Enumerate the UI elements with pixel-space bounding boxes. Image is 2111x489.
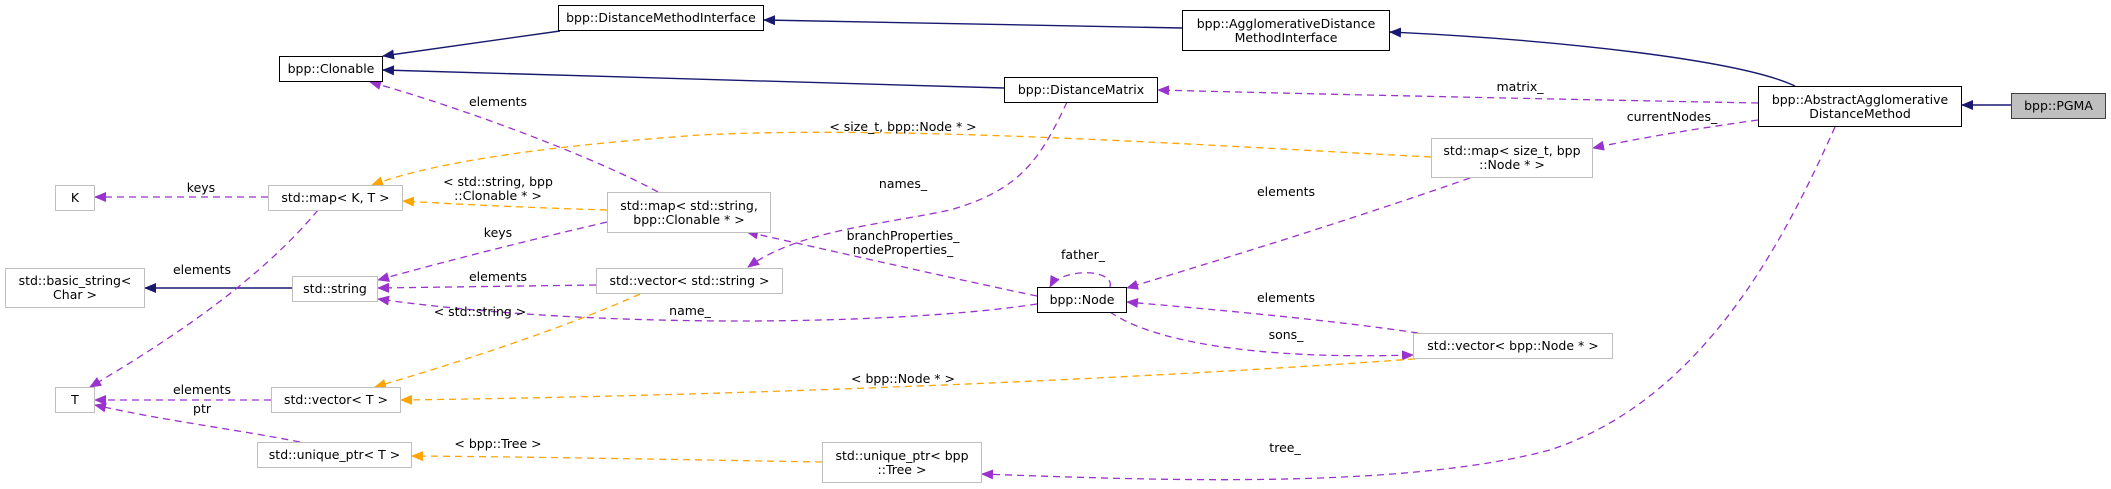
edge-label-vecnode-elements: elements: [1256, 290, 1316, 305]
node-map-string-clonable[interactable]: std::map< std::string, bpp::Clonable * >: [607, 192, 771, 233]
edge-vecstr-string: [377, 282, 597, 293]
edge-node-elements: [1126, 177, 1471, 290]
edge-label-keys: keys: [483, 225, 513, 240]
node-k[interactable]: K: [55, 185, 95, 211]
edge-tpl-mapsize: [371, 131, 1432, 186]
edge-mapstr-keys: [377, 221, 608, 282]
node-vector-t[interactable]: std::vector< T >: [271, 387, 401, 413]
edge-tpl-mapstr: [402, 196, 608, 211]
node-pgma: bpp::PGMA: [2011, 93, 2106, 119]
node-basic-string[interactable]: std::basic_string< Char >: [5, 268, 145, 308]
node-map-k-t[interactable]: std::map< K, T >: [268, 185, 403, 211]
edge-label-sons: sons_: [1268, 327, 1304, 342]
edge-label-matrix: matrix_: [1496, 79, 1544, 94]
edge-tpl-vecnode: [400, 357, 1428, 405]
edge-label-tpl-string: < std::string >: [433, 304, 527, 319]
edge-agglo-dmi: [763, 15, 1183, 29]
edge-label-tpl-string-clonable: < std::string, bpp ::Clonable * >: [443, 174, 553, 203]
edge-label-map-elements: elements: [1256, 184, 1316, 199]
edge-father: [1049, 272, 1111, 288]
node-vector-string[interactable]: std::vector< std::string >: [596, 268, 783, 294]
edge-label-mapkt-elements: elements: [172, 262, 232, 277]
edge-matrix: [1157, 85, 1759, 104]
edge-upt-T: [94, 402, 301, 443]
edge-tpl-vecstr: [374, 293, 641, 389]
edge-tpl-uptree: [411, 451, 823, 463]
edge-abstract-agglo: [1389, 27, 1796, 87]
node-std-string[interactable]: std::string: [292, 276, 378, 302]
edge-names: [747, 101, 1068, 268]
edge-label-tpl-size-t: < size_t, bpp::Node * >: [829, 119, 977, 134]
node-clonable[interactable]: bpp::Clonable: [279, 56, 383, 82]
node-bpp-node[interactable]: bpp::Node: [1037, 287, 1127, 313]
edge-label-ptr: ptr: [193, 401, 211, 416]
edge-currentnodes: [1592, 119, 1759, 151]
edge-label-current-nodes: currentNodes_: [1626, 109, 1718, 124]
node-abstract-agglomerative-distance-method[interactable]: bpp::AbstractAgglomerative DistanceMetho…: [1758, 86, 1962, 127]
edge-tree: [981, 126, 1836, 481]
edge-mapstr-clonable: [369, 80, 659, 193]
edge-dmi-clonable: [382, 30, 561, 60]
edge-label-clonable-elements: elements: [468, 94, 528, 109]
edge-label-name: name_: [669, 303, 711, 318]
edge-label-tpl-tree: < bpp::Tree >: [454, 436, 542, 451]
edge-matrix-clonable: [382, 65, 1005, 89]
node-map-size-t-node[interactable]: std::map< size_t, bpp ::Node * >: [1431, 138, 1593, 178]
edge-label-tpl-node-ptr: < bpp::Node * >: [851, 371, 955, 386]
edge-vecnode-elements: [1126, 297, 1419, 334]
edge-mapkt-T: [89, 209, 319, 388]
node-distance-method-interface[interactable]: bpp::DistanceMethodInterface: [558, 5, 764, 31]
edge-label-vecstr-elements: elements: [468, 269, 528, 284]
node-vector-node-ptr[interactable]: std::vector< bpp::Node * >: [1413, 333, 1613, 359]
edge-label-tree: tree_: [1269, 440, 1301, 455]
edge-label-father: father_: [1061, 247, 1105, 262]
node-unique-ptr-t[interactable]: std::unique_ptr< T >: [257, 442, 412, 468]
node-agglomerative-distance-method-interface[interactable]: bpp::AgglomerativeDistance MethodInterfa…: [1182, 10, 1390, 51]
node-unique-ptr-tree[interactable]: std::unique_ptr< bpp ::Tree >: [822, 442, 982, 483]
edge-label-vect-elements: elements: [172, 382, 232, 397]
edge-label-properties: branchProperties_ nodeProperties_: [846, 228, 960, 257]
node-distance-matrix[interactable]: bpp::DistanceMatrix: [1004, 77, 1158, 103]
edge-sons: [1109, 311, 1414, 361]
edge-label-mapkt-keys: keys: [186, 180, 216, 195]
edge-label-names: names_: [878, 176, 928, 191]
node-t[interactable]: T: [55, 387, 95, 413]
edge-props: [746, 229, 1038, 297]
